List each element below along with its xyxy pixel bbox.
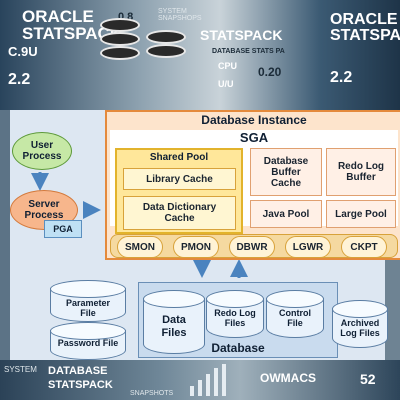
java-pool-label: Java Pool <box>262 208 310 220</box>
large-pool: Large Pool <box>326 200 396 228</box>
disk-stack-icon <box>100 18 140 32</box>
bottom-word: 52 <box>360 371 376 387</box>
disk-stack-icon <box>146 30 186 44</box>
database-buffer-cache: Database Buffer Cache <box>250 148 322 196</box>
metric-4: 0.20 <box>258 65 282 79</box>
java-pool: Java Pool <box>250 200 322 228</box>
cylinder-top <box>266 290 324 308</box>
smon-label: SMON <box>125 241 155 253</box>
bottom-word: OWMACS <box>260 371 316 385</box>
archived-log-files: Archived Log Files <box>332 300 388 348</box>
pmon-process: PMON <box>173 236 219 258</box>
shared-pool: Shared Pool Library Cache Data Dictionar… <box>115 148 243 234</box>
pmon-label: PMON <box>181 241 211 253</box>
shared-pool-title: Shared Pool <box>149 152 209 163</box>
poster-title-left: ORACLE STATSPACK <box>22 8 122 42</box>
poster-title-center: STATSPACK <box>200 27 283 43</box>
connector-arrows <box>31 172 248 278</box>
bottom-word: SYSTEM <box>4 365 37 374</box>
metric-cpu: CPU <box>218 61 238 71</box>
cylinder-top <box>50 322 126 340</box>
library-cache-label: Library Cache <box>146 173 213 185</box>
password-file-label: Password File <box>57 338 119 348</box>
metric-3: 0.8 <box>118 11 134 23</box>
bar-chart-icon <box>190 364 230 396</box>
parameter-file: Parameter File <box>50 280 126 322</box>
cylinder-top <box>50 280 126 298</box>
cylinder-top <box>206 290 264 308</box>
library-cache: Library Cache <box>123 168 236 190</box>
poster-line: STATSPACK <box>330 27 400 44</box>
server-process-label: Server Process <box>24 199 64 221</box>
large-pool-label: Large Pool <box>335 208 387 220</box>
metric-uu: U/U <box>218 79 234 89</box>
cylinder-top <box>143 290 205 308</box>
metric-1: C.9U <box>8 44 38 59</box>
poster-line: ORACLE <box>330 11 398 28</box>
data-dictionary-cache-label: Data Dictionary Cache <box>142 202 217 224</box>
pga-box: PGA <box>44 220 82 238</box>
pga-label: PGA <box>53 224 73 234</box>
disk-stack-icon <box>100 32 140 46</box>
database-instance: Database Instance SGA Shared Pool Librar… <box>105 110 400 260</box>
poster-title-right: ORACLE STATSPACK <box>330 12 400 44</box>
redo-log-buffer-label: Redo Log Buffer <box>337 161 385 183</box>
poster-subtitle: SYSTEM SNAPSHOPS <box>158 8 202 22</box>
sga-title: SGA <box>239 130 269 145</box>
redo-log-files: Redo Log Files <box>206 290 264 338</box>
data-files-label: Data Files <box>161 314 187 339</box>
instance-title: Database Instance <box>201 113 307 127</box>
disk-stack-icon <box>146 44 186 58</box>
buffer-cache-label: Database Buffer Cache <box>263 155 309 189</box>
lgwr-process: LGWR <box>285 236 331 258</box>
user-process-label: User Process <box>22 140 62 162</box>
ckpt-process: CKPT <box>341 236 387 258</box>
lgwr-label: LGWR <box>292 241 324 253</box>
metric-2: 2.2 <box>8 71 31 88</box>
bottom-word: SNAPSHOTS <box>130 390 174 397</box>
poster-line: STATSPACK <box>22 24 123 43</box>
background-strip-left <box>0 110 10 360</box>
background-processes-bar: SMON PMON DBWR LGWR CKPT <box>110 234 398 258</box>
data-dictionary-cache: Data Dictionary Cache <box>123 196 236 230</box>
parameter-file-label: Parameter File <box>65 298 111 319</box>
background-collage-top: ORACLE STATSPACK C.9U 2.2 0.8 SYSTEM SNA… <box>0 0 400 110</box>
poster-line: ORACLE <box>22 7 94 26</box>
banner-text: DATABASE STATS PA <box>212 48 285 55</box>
background-collage-bottom: SYSTEM DATABASE STATSPACK SNAPSHOTS OWMA… <box>0 360 400 400</box>
dbwr-process: DBWR <box>229 236 275 258</box>
redo-log-files-label: Redo Log Files <box>214 308 256 329</box>
bottom-word: DATABASE <box>48 365 108 377</box>
ckpt-label: CKPT <box>350 241 378 253</box>
password-file: Password File <box>50 322 126 360</box>
control-file: Control File <box>266 290 324 338</box>
redo-log-buffer: Redo Log Buffer <box>326 148 396 196</box>
archived-log-files-label: Archived Log Files <box>340 318 380 339</box>
oracle-architecture-diagram: User Process Server Process PGA Database… <box>10 110 400 360</box>
disk-stack-icon <box>100 46 140 60</box>
user-process: User Process <box>12 132 72 170</box>
smon-process: SMON <box>117 236 163 258</box>
database-title: Database <box>211 341 265 355</box>
dbwr-label: DBWR <box>236 241 268 253</box>
bottom-word: STATSPACK <box>48 379 113 391</box>
data-files: Data Files <box>143 290 205 354</box>
cylinder-top <box>332 300 388 318</box>
metric-5: 2.2 <box>330 69 353 86</box>
control-file-label: Control File <box>279 308 311 329</box>
